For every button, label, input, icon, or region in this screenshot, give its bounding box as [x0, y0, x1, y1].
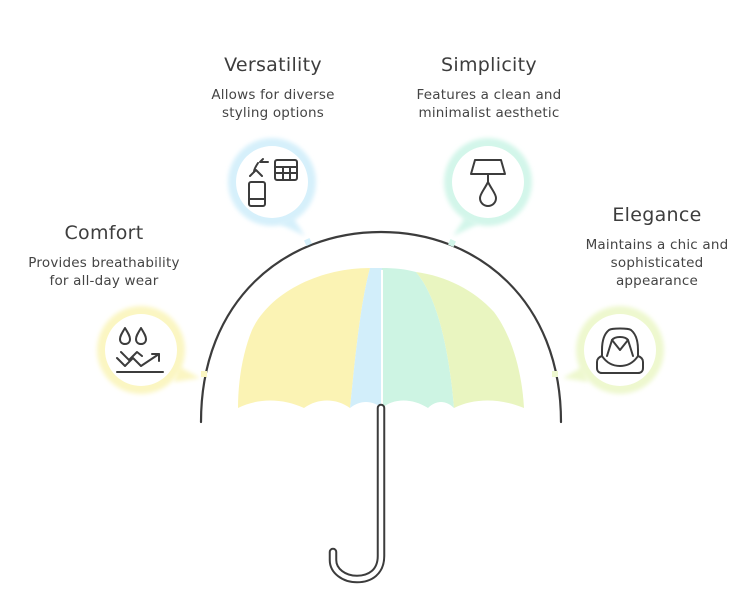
minimal-lamp-icon [470, 159, 506, 207]
devices-swap-icon [248, 158, 298, 207]
label-comfort: Comfort Provides breathability for all-d… [14, 222, 194, 290]
canopy-panels [238, 268, 524, 408]
desc-line: sophisticated [610, 255, 704, 271]
title-comfort: Comfort [64, 222, 144, 244]
panel-lime [416, 272, 524, 408]
title-simplicity: Simplicity [441, 54, 537, 76]
water-drops-trend-icon [116, 327, 164, 373]
desc-versatility: Allows for diverse styling options [180, 86, 366, 122]
panel-yellow [238, 268, 370, 408]
desc-elegance: Maintains a chic and sophisticated appea… [566, 236, 748, 290]
umbrella-shaft [328, 403, 386, 584]
desc-line: styling options [222, 105, 324, 121]
desc-line: Maintains a chic and [585, 237, 729, 253]
bubble-versatility [228, 138, 316, 236]
label-elegance: Elegance Maintains a chic and sophistica… [566, 204, 748, 290]
panel-mint [382, 268, 454, 408]
connector-dots [201, 238, 558, 377]
bubble-simplicity [444, 138, 532, 236]
label-simplicity: Simplicity Features a clean and minimali… [392, 54, 586, 122]
desc-line: Allows for diverse [211, 87, 335, 103]
bubble-comfort [97, 306, 200, 394]
elegant-seat-icon [596, 327, 644, 374]
title-versatility: Versatility [224, 54, 322, 76]
umbrella-shaft-inner [330, 405, 384, 582]
bubble-elegance [563, 306, 664, 394]
desc-line: Features a clean and [416, 87, 562, 103]
desc-comfort: Provides breathability for all-day wear [14, 254, 194, 290]
title-elegance: Elegance [612, 204, 702, 226]
label-versatility: Versatility Allows for diverse styling o… [180, 54, 366, 122]
desc-simplicity: Features a clean and minimalist aestheti… [392, 86, 586, 122]
desc-line: minimalist aesthetic [418, 105, 560, 121]
panel-blue [350, 268, 382, 408]
desc-line: for all-day wear [49, 273, 159, 289]
desc-line: appearance [615, 273, 699, 289]
canopy-arc [199, 230, 563, 424]
desc-line: Provides breathability [28, 255, 180, 271]
